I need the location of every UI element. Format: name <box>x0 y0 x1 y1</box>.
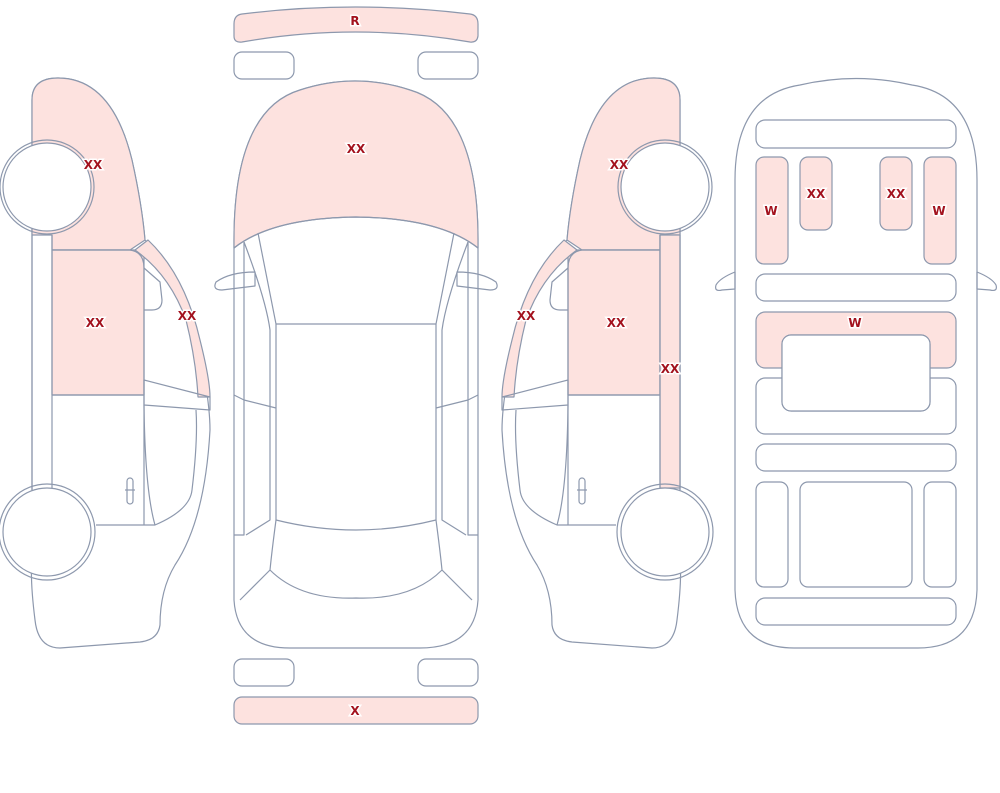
label-left-front-door: XX <box>86 316 105 330</box>
left-rear-wheel <box>0 483 96 581</box>
label-left-front-fender: XX <box>84 158 103 172</box>
label-interior-dash: W <box>848 316 861 330</box>
right-rear-wheel <box>616 483 714 581</box>
interior-seat-1[interactable] <box>755 156 789 265</box>
top-view <box>214 6 498 725</box>
right-headlight <box>417 51 479 80</box>
right-mirror <box>456 271 498 291</box>
label-left-a-pillar: XX <box>178 309 197 323</box>
left-front-door-panel[interactable] <box>51 249 145 396</box>
label-right-front-door: XX <box>607 316 626 330</box>
left-mirror <box>214 271 256 291</box>
left-door-handle[interactable] <box>126 477 134 505</box>
interior-dashboard-strip <box>755 119 957 149</box>
left-headlight <box>233 51 295 80</box>
right-side-view <box>501 77 714 649</box>
label-right-rocker: XX <box>661 362 680 376</box>
label-interior-seat-3: XX <box>887 187 906 201</box>
hood-panel[interactable] <box>233 80 479 249</box>
interior-left-mirror <box>715 271 736 292</box>
interior-console-strip <box>755 273 957 302</box>
interior-rear-left <box>755 481 789 588</box>
interior-body-outline <box>734 77 978 649</box>
right-front-wheel <box>617 139 713 235</box>
interior-view <box>715 77 997 649</box>
right-door-handle[interactable] <box>578 477 586 505</box>
interior-seat-4[interactable] <box>923 156 957 265</box>
interior-trunk-strip <box>755 597 957 626</box>
left-a-pillar-panel[interactable] <box>134 239 211 398</box>
interior-strip-3 <box>755 443 957 472</box>
interior-seat-2[interactable] <box>799 156 833 231</box>
label-interior-seat-4: W <box>932 204 945 218</box>
left-front-wheel <box>0 139 95 235</box>
interior-seat-3[interactable] <box>879 156 913 231</box>
top-front-bumper[interactable] <box>233 6 479 43</box>
label-interior-seat-1: W <box>764 204 777 218</box>
left-side-view <box>0 77 211 649</box>
interior-rear-center <box>799 481 913 588</box>
interior-right-mirror <box>976 271 997 292</box>
right-taillight <box>417 658 479 687</box>
right-a-pillar-panel[interactable] <box>501 239 578 398</box>
left-taillight <box>233 658 295 687</box>
rear-bumper[interactable] <box>233 696 479 725</box>
label-right-front-fender: XX <box>610 158 629 172</box>
label-right-a-pillar: XX <box>517 309 536 323</box>
label-hood: XX <box>347 142 366 156</box>
interior-rear-right <box>923 481 957 588</box>
label-top-bumper: R <box>350 14 359 28</box>
label-bottom-bumper: X <box>350 704 360 718</box>
label-interior-seat-2: XX <box>807 187 826 201</box>
